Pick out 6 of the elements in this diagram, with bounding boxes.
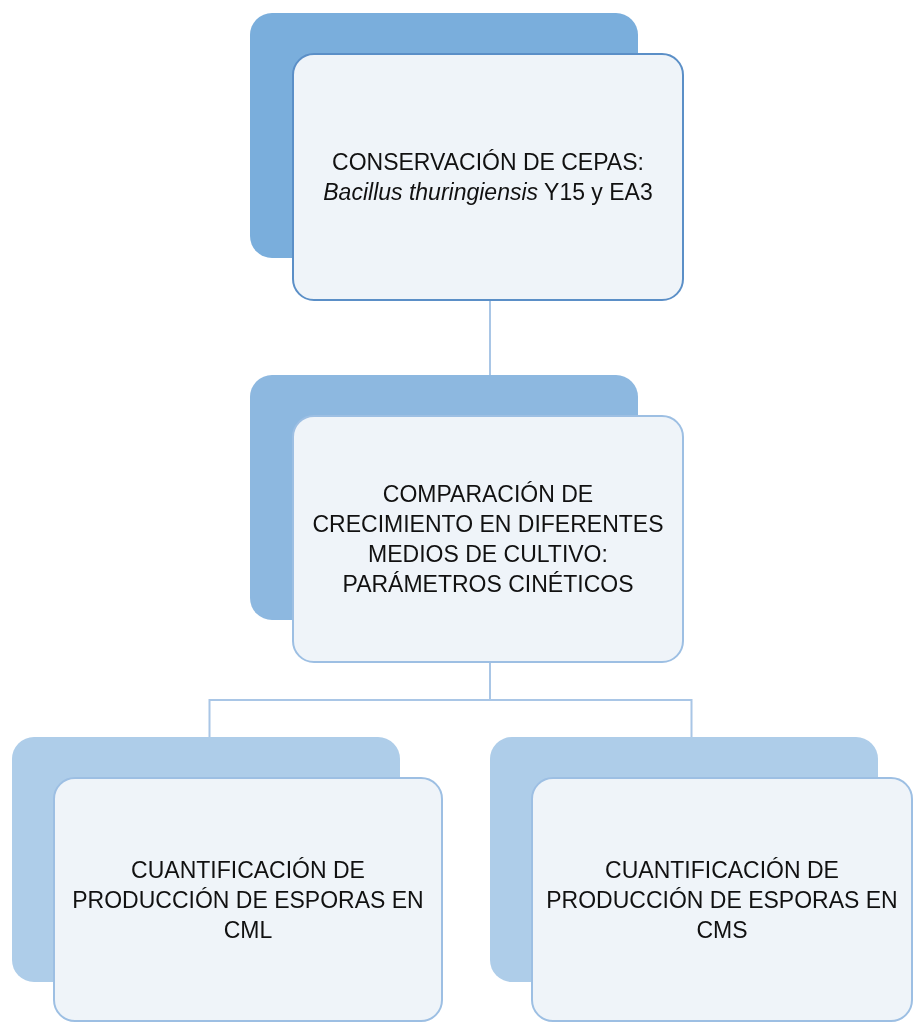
box-text: CUANTIFICACIÓN DE PRODUCCIÓN DE ESPORAS EN CMS <box>545 855 899 945</box>
connector-line <box>489 300 491 376</box>
box-text: CUANTIFICACIÓN DE PRODUCCIÓN DE ESPORAS EN CML <box>71 855 425 945</box>
box-text: COMPARACIÓN DE CRECIMIENTO EN DIFERENTES MEDIOS DE CULTIVO: PARÁMETROS CINÉTICOS <box>311 480 665 599</box>
box-text: CONSERVACIÓN DE CEPAS: Bacillus thuringiensis Y15 y EA3 <box>322 148 654 207</box>
connector-line <box>489 662 693 738</box>
